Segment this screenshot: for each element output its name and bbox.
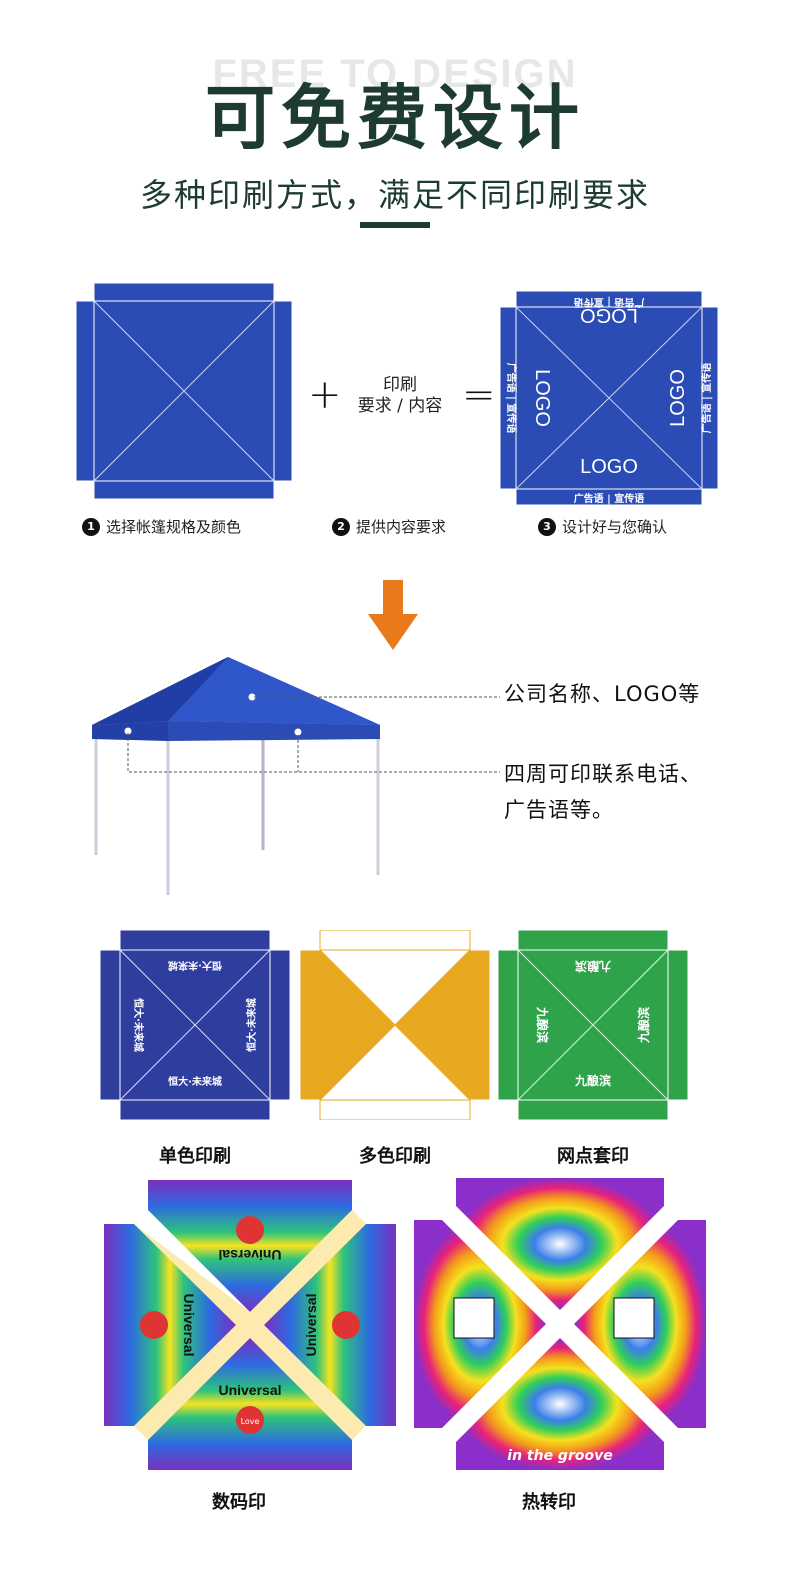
callout-top-print: 公司名称、LOGO等: [504, 682, 701, 706]
digital-print-sample: Universal Universal Universal Universal …: [104, 1180, 396, 1470]
blank-canopy-template: [76, 283, 292, 499]
logo-text-bottom: LOGO: [580, 456, 638, 478]
brand-text: 九酿滨: [575, 959, 612, 974]
step-label: 提供内容要求: [356, 518, 447, 536]
halftone-print-sample: 九酿滨 九酿滨 九酿滨 九酿滨: [498, 930, 688, 1120]
multi-color-print-sample: [300, 930, 490, 1120]
ghost-heading: FREE TO DESIGN: [212, 52, 578, 96]
logo-text-right: LOGO: [667, 369, 689, 427]
brand-text: 恒大·未来城: [168, 959, 222, 972]
brand-text: 九酿滨: [574, 1073, 611, 1088]
brand-text: 九酿滨: [636, 1007, 651, 1044]
step-number: 1: [82, 517, 100, 536]
groove-text: in the groove: [507, 1448, 612, 1464]
page-subtitle: 多种印刷方式，满足不同印刷要求: [139, 176, 650, 214]
canopy-tent-illustration: [92, 657, 500, 895]
middle-line-1: 印刷: [383, 375, 417, 395]
brand-text: 恒大·未来城: [245, 998, 258, 1052]
caption-multi-color: 多色印刷: [359, 1146, 431, 1167]
brand-text: 恒大·未来城: [168, 1075, 222, 1088]
callout-side-line-2: 广告语等。: [504, 798, 614, 822]
step-number: 2: [332, 517, 350, 536]
step-3: 3 设计好与您确认: [538, 516, 667, 537]
brand-text: 九酿滨: [535, 1006, 550, 1043]
slogan-text-left: 广告语 | 宣传语: [505, 363, 518, 434]
page-title: 可免费设计: [205, 77, 585, 159]
logo-text-top: LOGO: [580, 304, 638, 326]
plus-sign: +: [308, 372, 342, 418]
down-arrow-icon: [368, 580, 418, 650]
brand-text: 恒大·未来城: [132, 998, 145, 1052]
logo-text-left: LOGO: [531, 369, 553, 427]
step-label: 设计好与您确认: [562, 518, 668, 536]
title-underline: [360, 222, 430, 228]
heat-transfer-print-sample: in the groove: [414, 1178, 706, 1470]
middle-line-2: 要求 / 内容: [357, 396, 443, 416]
callout-side-print: 四周可印联系电话、 广告语等。: [504, 756, 702, 828]
caption-heat-transfer: 热转印: [522, 1492, 576, 1513]
equals-sign: =: [462, 372, 496, 418]
caption-single-color: 单色印刷: [159, 1146, 231, 1167]
slogan-text-bottom: 广告语 | 宣传语: [574, 492, 645, 505]
caption-digital: 数码印: [212, 1492, 266, 1513]
step-1: 1 选择帐篷规格及颜色: [82, 516, 241, 537]
designed-canopy-template: LOGO LOGO LOGO LOGO 广告语 | 宣传语 广告语 | 宣传语 …: [500, 291, 718, 505]
slogan-text-right: 广告语 | 宣传语: [700, 363, 713, 434]
step-2: 2 提供内容要求: [332, 516, 446, 537]
universal-text: Universal: [181, 1293, 197, 1356]
callout-side-line-1: 四周可印联系电话、: [504, 762, 702, 786]
step-label: 选择帐篷规格及颜色: [106, 518, 242, 536]
universal-text: Universal: [303, 1293, 319, 1356]
slogan-text-top: 广告语 | 宣传语: [574, 296, 645, 309]
universal-text: Universal: [218, 1247, 281, 1263]
love-text: Love: [241, 1417, 260, 1426]
step-number: 3: [538, 517, 556, 536]
universal-text: Universal: [218, 1382, 281, 1398]
caption-halftone: 网点套印: [557, 1146, 629, 1167]
single-color-print-sample: 恒大·未来城 恒大·未来城 恒大·未来城 恒大·未来城: [100, 930, 290, 1120]
print-requirement-text: 印刷 要求 / 内容: [340, 375, 460, 417]
